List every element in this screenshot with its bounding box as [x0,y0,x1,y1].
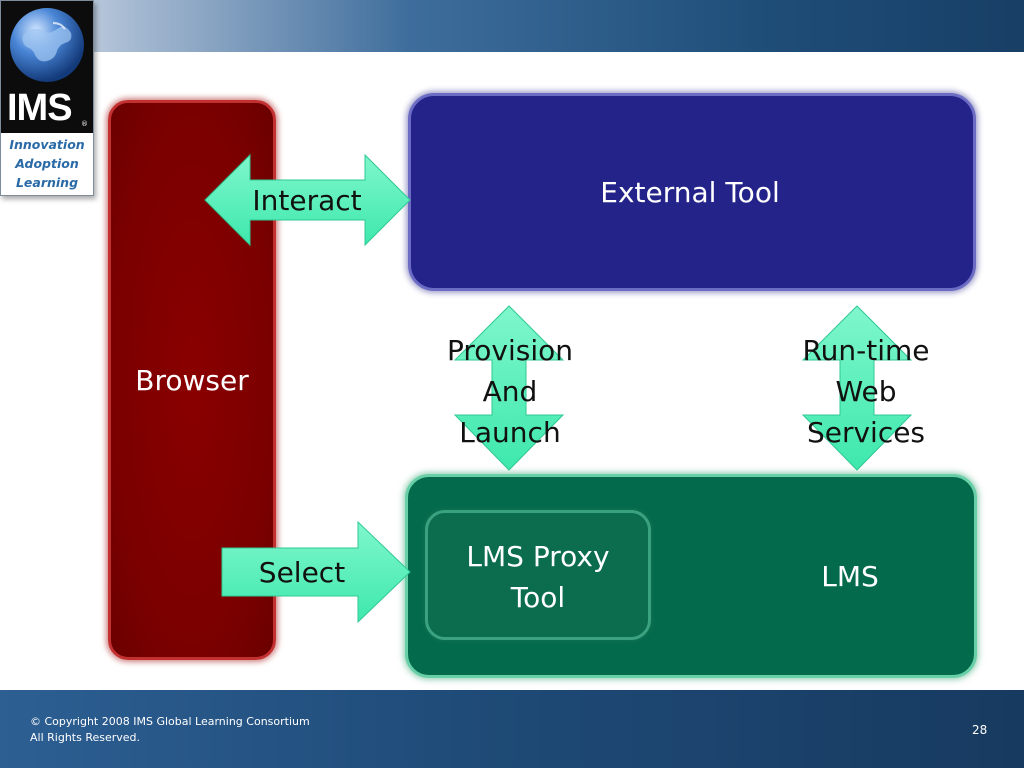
footer-bar [0,690,1024,768]
globe-icon [10,8,84,82]
lms-proxy-tool-box [425,510,651,640]
logo-wordmark: IMS [7,87,73,129]
external-tool-box [408,93,976,291]
interact-label: Interact [252,184,362,217]
copyright-line: © Copyright 2008 IMS Global Learning Con… [30,715,310,728]
browser-label: Browser [135,364,249,397]
select-label: Select [258,556,346,589]
tagline-line: Innovation [9,137,85,152]
provision-launch-arrow [453,305,565,471]
runtime-label-line: Run-time [802,334,930,367]
copyright-text: © Copyright 2008 IMS Global Learning Con… [30,714,310,746]
page-number: 28 [972,723,988,737]
registered-mark: ® [81,120,88,128]
proxy-label-line: LMS Proxy [466,540,610,573]
lms-label: LMS [821,560,879,593]
runtime-label-line: Services [806,416,926,449]
interact-arrow [204,153,411,247]
logo-tagline: Innovation Adoption Learning [1,135,93,192]
tagline-line: Adoption [15,156,79,171]
copyright-line: All Rights Reserved. [30,731,141,744]
header-bar [0,0,1024,52]
select-arrow [221,520,411,624]
tagline-line: Learning [15,175,79,190]
proxy-label-line: Tool [510,581,566,614]
ims-logo: IMS ® Innovation Adoption Learning [0,0,94,196]
provision-launch-label: Provision And Launch [424,330,596,453]
provision-label-line: And [482,375,538,408]
provision-label-line: Provision [446,334,573,367]
lms-proxy-tool-label: LMS Proxy Tool [438,536,638,618]
runtime-services-arrow [801,305,913,471]
provision-label-line: Launch [459,416,561,449]
runtime-services-label: Run-time Web Services [780,330,952,453]
runtime-label-line: Web [835,375,897,408]
external-tool-label: External Tool [600,176,780,209]
